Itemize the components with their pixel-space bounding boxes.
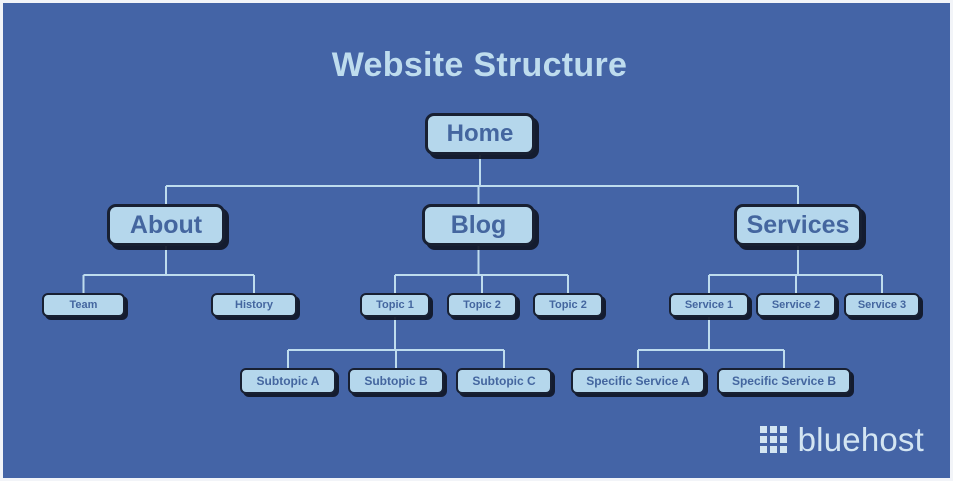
node-service3[interactable]: Service 3	[844, 293, 920, 317]
page-title: Website Structure	[331, 46, 628, 84]
node-blog[interactable]: Blog	[422, 204, 535, 246]
logo-wordmark: bluehost	[797, 421, 924, 458]
node-subtopicC[interactable]: Subtopic C	[456, 368, 552, 394]
node-services[interactable]: Services	[734, 204, 862, 246]
node-topic1[interactable]: Topic 1	[360, 293, 430, 317]
node-home[interactable]: Home	[425, 113, 535, 155]
node-topic2b[interactable]: Topic 2	[533, 293, 603, 317]
node-subtopicB[interactable]: Subtopic B	[348, 368, 444, 394]
node-specificB[interactable]: Specific Service B	[717, 368, 851, 394]
node-topic2[interactable]: Topic 2	[447, 293, 517, 317]
node-service2[interactable]: Service 2	[756, 293, 836, 317]
node-about[interactable]: About	[107, 204, 225, 246]
node-history[interactable]: History	[211, 293, 297, 317]
grid-3x3-icon	[759, 426, 787, 453]
tree-connectors	[82, 155, 883, 368]
node-specificA[interactable]: Specific Service A	[571, 368, 705, 394]
node-service1[interactable]: Service 1	[669, 293, 749, 317]
bluehost-logo: bluehost	[759, 421, 924, 458]
node-subtopicA[interactable]: Subtopic A	[240, 368, 336, 394]
node-team[interactable]: Team	[42, 293, 125, 317]
